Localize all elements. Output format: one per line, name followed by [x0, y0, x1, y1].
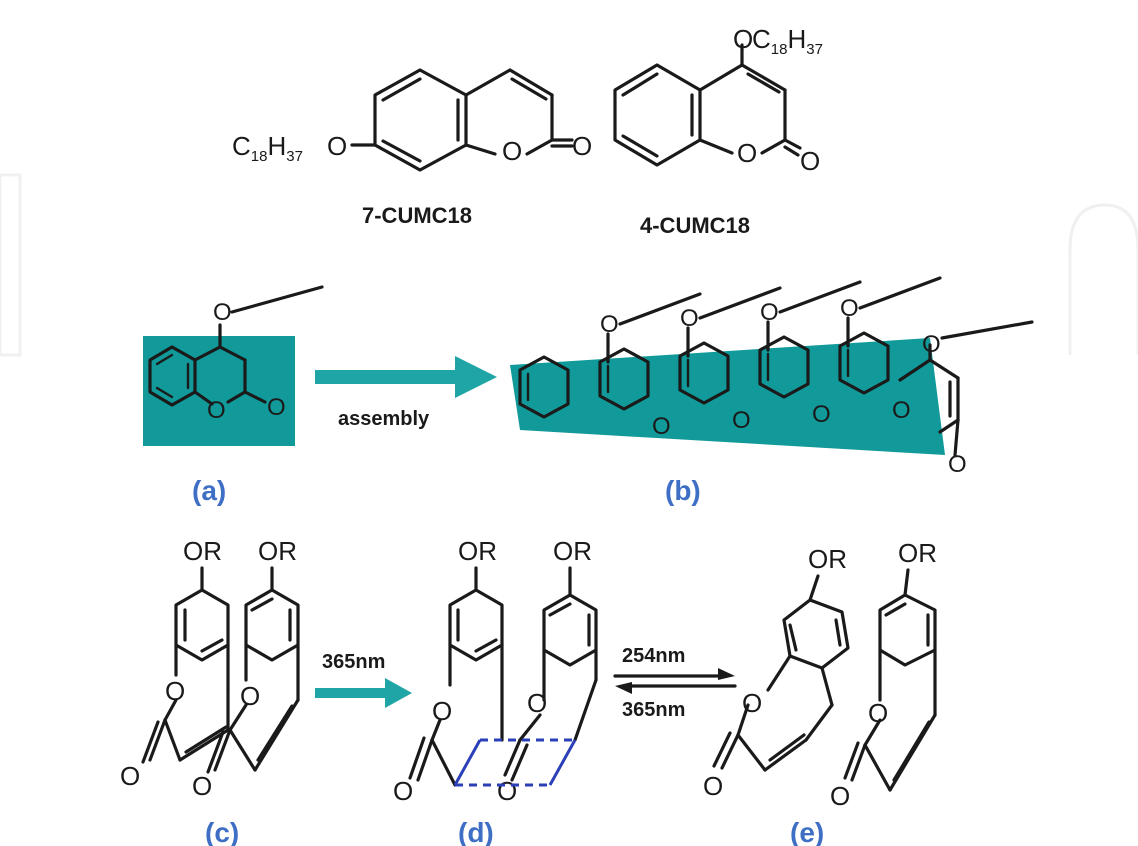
keto-oxygen: O	[572, 131, 592, 161]
panel-label-c: (c)	[205, 817, 239, 846]
panel-a-molecule: O O O	[143, 285, 324, 446]
alkyl-chain	[778, 280, 862, 314]
keto-oxygen: O	[267, 394, 286, 421]
keto-oxygen: O	[800, 146, 820, 176]
panel-label-b: (b)	[665, 475, 701, 506]
substituent-or: OR	[898, 538, 937, 568]
assembly-label: assembly	[338, 408, 430, 430]
ether-oxygen: O	[213, 299, 232, 326]
reverse-wavelength: 254nm	[622, 645, 685, 667]
alkoxy-oxygen: O	[733, 24, 753, 54]
keto-oxygen: O	[192, 771, 212, 801]
ring-oxygen: O	[737, 138, 757, 168]
substituent-or: OR	[258, 536, 297, 566]
forward-wavelength: 365nm	[322, 651, 385, 673]
benzene-ring	[758, 335, 810, 399]
monomer-e-right: OR O O	[830, 538, 937, 811]
dimer-left: OR O O	[393, 536, 504, 806]
ether-oxygen: O	[680, 305, 699, 332]
alkyl-chain: C18H37	[232, 131, 303, 165]
panel-label-e: (e)	[790, 817, 824, 846]
compound-name-4-cumc18: 4-CUMC18	[640, 213, 750, 238]
substituent-or: OR	[458, 536, 497, 566]
ring-oxygen: O	[868, 698, 888, 728]
compound-4-cumc18: O C18H37 O O 4-CUMC18	[613, 24, 823, 238]
panel-label-d: (d)	[458, 817, 494, 846]
ring-oxygen: O	[732, 407, 751, 434]
ether-oxygen: O	[327, 131, 347, 161]
ether-oxygen: O	[840, 295, 859, 322]
stacked-unit: OO	[678, 286, 782, 434]
ether-oxygen: O	[600, 311, 619, 338]
ring-oxygen: O	[652, 413, 671, 440]
stacked-unit	[518, 355, 570, 419]
keto-oxygen: O	[830, 781, 850, 811]
stacked-unit: OO	[758, 280, 862, 428]
keto-oxygen: O	[497, 776, 517, 806]
compound-name-7-cumc18: 7-CUMC18	[362, 203, 472, 228]
dimer-right: OR O O	[497, 536, 598, 806]
alkyl-chain: C18H37	[752, 24, 823, 58]
benzene-ring	[598, 347, 650, 411]
ether-oxygen: O	[760, 299, 779, 326]
ring-oxygen: O	[892, 397, 911, 424]
irradiation-arrow: 365nm	[315, 651, 412, 708]
ring-oxygen: O	[502, 136, 522, 166]
ring-oxygen: O	[165, 676, 185, 706]
monomer-e-left: OR O O	[703, 544, 850, 801]
highlight-band	[510, 338, 945, 455]
ring-oxygen: O	[432, 696, 452, 726]
ring-oxygen: O	[812, 401, 831, 428]
keto-oxygen: O	[703, 771, 723, 801]
equilibrium-arrows: 254nm 365nm	[613, 645, 737, 721]
alkyl-chain	[698, 286, 782, 320]
alkyl-chain	[618, 292, 702, 326]
ring-oxygen: O	[240, 681, 260, 711]
ring-oxygen: O	[742, 688, 762, 718]
monomer-left: OR O O	[120, 536, 230, 791]
keto-oxygen: O	[948, 451, 967, 478]
benzene-ring	[518, 355, 570, 419]
panel-e-monomers: OR O O OR	[703, 538, 937, 811]
panel-d-dimer: OR O O OR O O	[393, 536, 598, 806]
keto-oxygen: O	[393, 776, 413, 806]
substituent-or: OR	[553, 536, 592, 566]
highlight-box	[143, 336, 295, 446]
panel-c-monomers: OR O O OR	[120, 536, 300, 801]
ring-oxygen: O	[207, 397, 226, 424]
substituent-or: OR	[183, 536, 222, 566]
alkyl-chain	[858, 276, 942, 310]
monomer-right: OR O O	[192, 536, 300, 801]
assembly-arrow: assembly	[315, 356, 497, 430]
benzene-ring	[838, 331, 890, 395]
keto-oxygen: O	[120, 761, 140, 791]
compound-7-cumc18: O O O C18H37 7-CUMC18	[232, 68, 592, 228]
cyclobutane-ring	[453, 738, 577, 787]
ether-oxygen: O	[922, 331, 941, 358]
ring-oxygen: O	[527, 688, 547, 718]
equilibrium-wavelength: 365nm	[622, 699, 685, 721]
stacked-unit: OO	[598, 292, 702, 440]
benzene-ring	[678, 341, 730, 405]
watermark	[0, 173, 1138, 357]
stacked-unit: OO	[838, 276, 942, 424]
substituent-or: OR	[808, 544, 847, 574]
panel-label-a: (a)	[192, 475, 226, 506]
